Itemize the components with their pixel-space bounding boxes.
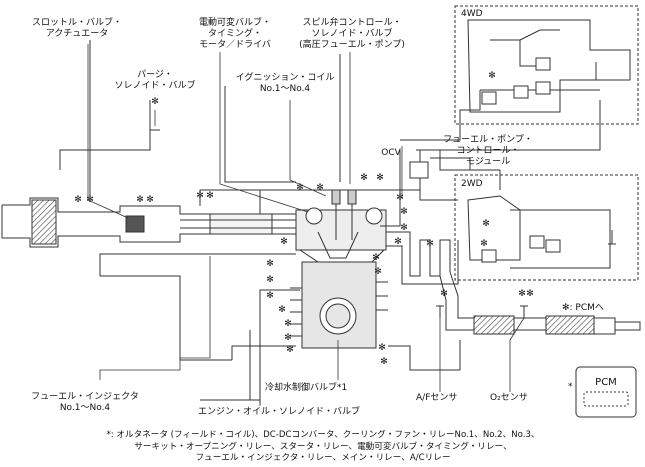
pcm-marker-icon: ✻	[280, 237, 288, 247]
box-4wd	[454, 5, 639, 125]
box-2wd	[454, 174, 639, 281]
pcm-marker-icon: ✻	[380, 357, 388, 367]
label-asterisk: *	[568, 382, 573, 392]
harness	[59, 40, 601, 404]
pcm-marker-icon: ✻	[296, 183, 304, 193]
pcm-marker-icon: ✻	[360, 173, 368, 183]
footnote-line-2: サーキット・オープニング・リレー、スタータ・リレー、電動可変バルブ・タイミング・…	[134, 441, 512, 452]
pcm-marker-icon: ✻	[286, 345, 294, 355]
pcm-marker-icon: ✻	[526, 289, 534, 299]
pcm-marker-icon: ✻	[266, 275, 274, 285]
pcm-marker-icon: ✻	[196, 191, 204, 201]
label-fuel-pump-module: フューエル・ポンプ・ コントロール・ モジュール	[443, 135, 533, 167]
label-purge-solenoid: パージ・ ソレノイド・バルブ	[114, 70, 196, 91]
pcm-marker-icon: ✻	[482, 219, 490, 229]
label-o2-sensor: O₂センサ	[490, 393, 528, 403]
label-throttle-actuator: スロットル・バルブ・ アクチュエータ	[31, 18, 122, 39]
pcm-marker-icon: ✻	[378, 343, 386, 353]
pcm-marker-icon: ✻	[396, 193, 404, 203]
intake-duct	[1, 197, 300, 248]
fuel-tank-2wd	[467, 195, 616, 269]
pcm-marker-icon: ✻	[278, 305, 286, 315]
pcm-marker-icon: ✻	[316, 183, 324, 193]
pcm-marker-icon: ✻	[146, 195, 154, 205]
pump-module	[409, 161, 429, 179]
o2-sensor	[520, 305, 528, 318]
pcm-marker-icon: ✻	[266, 259, 274, 269]
footnote: *: オルタネータ (フィールド・コイル)、DC-DCコンバータ、クーリング・フ…	[8, 430, 638, 465]
pcm-marker-icon: ✻	[206, 191, 214, 201]
pcm-marker-icon: ✻	[151, 97, 159, 107]
fuel-tank-4wd	[467, 19, 631, 113]
pcm-marker-icon: ✻	[374, 267, 382, 277]
label-oil-solenoid: エンジン・オイル・ソレノイド・バルブ	[198, 407, 361, 417]
label-ignition-coil: イグニッション・コイル No.1～No.4	[235, 73, 335, 94]
throttle-body	[125, 215, 145, 233]
pcm-marker-icon: ✻	[400, 223, 408, 233]
pcm-marker-icon: ✻	[266, 291, 274, 301]
label-spill-valve: スピル弁コントロール・ ソレノイド・バルブ (高圧フューエル・ポンプ)	[299, 18, 405, 50]
engine-block	[290, 189, 388, 349]
pcm-marker-icon: ✻	[394, 237, 402, 247]
pcm-marker-icon: ✻	[480, 239, 488, 249]
pcm-marker-icon: ✻	[426, 239, 434, 249]
leader-lines	[87, 44, 525, 406]
label-coolant-valve: 冷却水制御バルブ*1	[265, 383, 348, 393]
label-vvt-motor: 電動可変バルブ・ タイミング・ モータ／ドライバ	[198, 18, 271, 50]
pcm-markers: ✻✻✻✻✻✻✻✻✻✻✻✻✻✻✻✻✻✻✻✻✻✻✻✻✻✻✻✻✻✻✻✻✻✻	[74, 71, 534, 367]
label-2wd: 2WD	[461, 179, 483, 189]
pcm-marker-icon: ✻	[284, 333, 292, 343]
label-ocv: OCV	[381, 148, 401, 158]
footnote-line-3: フューエル・インジェクタ・リレー、メイン・リレー、A/Cリレー	[195, 453, 451, 463]
pcm-marker-icon: ✻	[86, 195, 94, 205]
footnote-line-1: *: オルタネータ (フィールド・コイル)、DC-DCコンバータ、クーリング・フ…	[106, 430, 540, 440]
label-injector: フューエル・インジェクタ No.1～No.4	[31, 392, 139, 413]
pcm-marker-icon: ✻	[284, 319, 292, 329]
label-4wd: 4WD	[461, 9, 483, 19]
pcm-marker-icon: ✻	[74, 195, 82, 205]
pcm-marker-icon: ✻	[372, 253, 380, 263]
pcm-marker-icon: ✻	[488, 71, 496, 81]
exhaust-manifold	[386, 231, 641, 335]
pcm-marker-icon: ✻	[440, 289, 448, 299]
pcm-marker-icon: ✻	[376, 173, 384, 183]
label-af-sensor: A/Fセンサ	[416, 393, 458, 403]
af-sensor	[436, 305, 444, 318]
label-pcm: PCM	[595, 377, 617, 388]
pcm-box	[575, 366, 637, 418]
pcm-marker-icon: ✻	[400, 207, 408, 217]
pcm-marker-icon: ✻	[518, 289, 526, 299]
pcm-marker-icon: ✻	[136, 195, 144, 205]
label-pcm-legend: ✻: PCMへ	[562, 303, 604, 313]
